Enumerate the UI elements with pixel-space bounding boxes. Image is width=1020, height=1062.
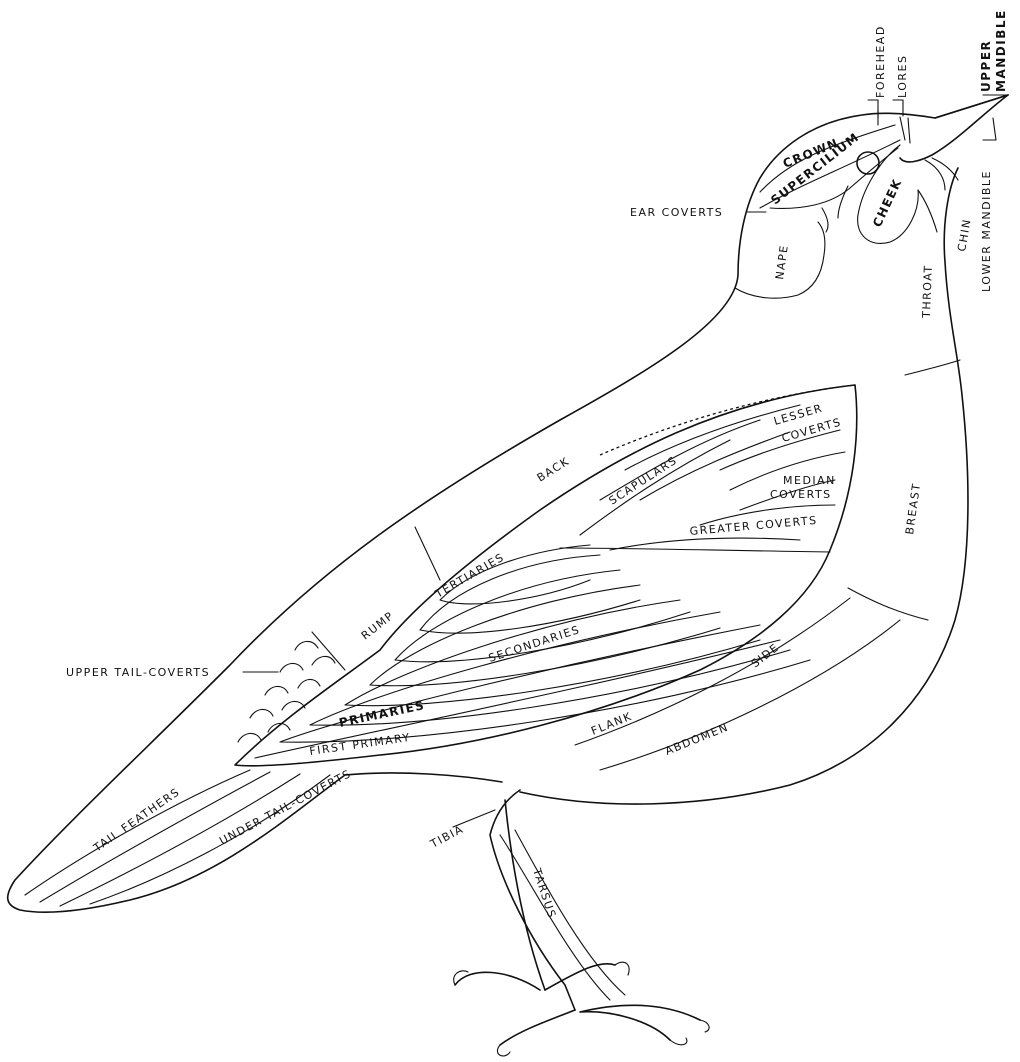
- label-chin: CHIN: [955, 217, 974, 252]
- label-tail-feathers: TAIL FEATHERS: [90, 785, 182, 855]
- label-lower-mandible: LOWER MANDIBLE: [980, 170, 993, 292]
- label-median-coverts-2: COVERTS: [770, 488, 832, 501]
- label-breast: BREAST: [903, 482, 923, 536]
- label-upper-mandible: UPPER: [979, 40, 993, 92]
- label-nape: NAPE: [773, 244, 791, 281]
- label-throat: THROAT: [920, 264, 935, 319]
- label-tarsus: TARSUS: [530, 866, 559, 920]
- label-ear-coverts: EAR COVERTS: [630, 206, 723, 219]
- label-side: SIDE: [749, 641, 782, 671]
- label-median-coverts-1: MEDIAN: [783, 474, 836, 487]
- label-abdomen: ABDOMEN: [663, 720, 730, 757]
- label-greater-coverts: GREATER COVERTS: [689, 514, 818, 538]
- beak: [900, 95, 1008, 162]
- label-upper-mandible-2: MANDIBLE: [994, 9, 1008, 92]
- label-back: BACK: [535, 455, 572, 485]
- label-forehead: FOREHEAD: [874, 25, 887, 98]
- label-upper-tail-coverts: UPPER TAIL-COVERTS: [66, 666, 210, 679]
- label-flank: FLANK: [589, 710, 634, 738]
- label-under-tail-coverts: UNDER TAIL-COVERTS: [217, 767, 353, 848]
- rump-boundary: [415, 527, 440, 580]
- label-cheek: CHEEK: [870, 176, 905, 229]
- label-primaries: PRIMARIES: [338, 698, 427, 730]
- label-supercilium: SUPERCILIUM: [768, 130, 862, 208]
- legs-and-feet: [454, 790, 709, 1056]
- upper-tail-coverts-scales: [238, 641, 335, 742]
- label-tertiaries: TERTIARIES: [432, 550, 507, 601]
- label-lores: LORES: [896, 55, 909, 98]
- label-tibia: TIBIA: [427, 822, 466, 851]
